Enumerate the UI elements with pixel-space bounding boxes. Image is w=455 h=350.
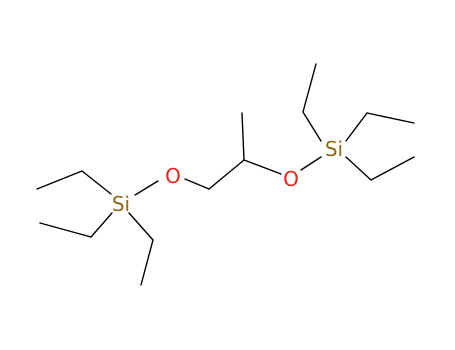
bond-ethyl2r-terminal [366, 112, 415, 124]
bond-ch-o-right [243, 159, 282, 175]
bond-si-left-ethyl2 [90, 212, 113, 238]
bond-ethyl3-terminal [140, 239, 154, 286]
bond-si-left-ethyl1 [81, 170, 112, 195]
bond-o-left-ch2 [184, 178, 210, 190]
bond-ch2-ch [208, 159, 245, 190]
atom-o-left: O [165, 164, 181, 188]
bond-si-right-ethyl2 [345, 112, 368, 142]
bond-ethyl3r-terminal [370, 156, 415, 181]
atom-o-right: O [283, 167, 299, 191]
bond-si-left-ethyl3 [128, 212, 154, 241]
bond-ch-methyl [241, 112, 245, 161]
bond-ethyl2-terminal [39, 222, 92, 238]
bond-ethyl1-terminal [36, 170, 83, 190]
bond-si-right-ethyl3 [345, 156, 372, 181]
bond-ethyl1r-terminal [302, 63, 317, 113]
bond-si-right-ethyl1 [302, 111, 322, 142]
atom-si-right: Si [325, 137, 343, 161]
bond-si-left-o [134, 180, 159, 196]
bond-o-right-si [300, 156, 322, 171]
atom-si-left: Si [112, 192, 130, 216]
